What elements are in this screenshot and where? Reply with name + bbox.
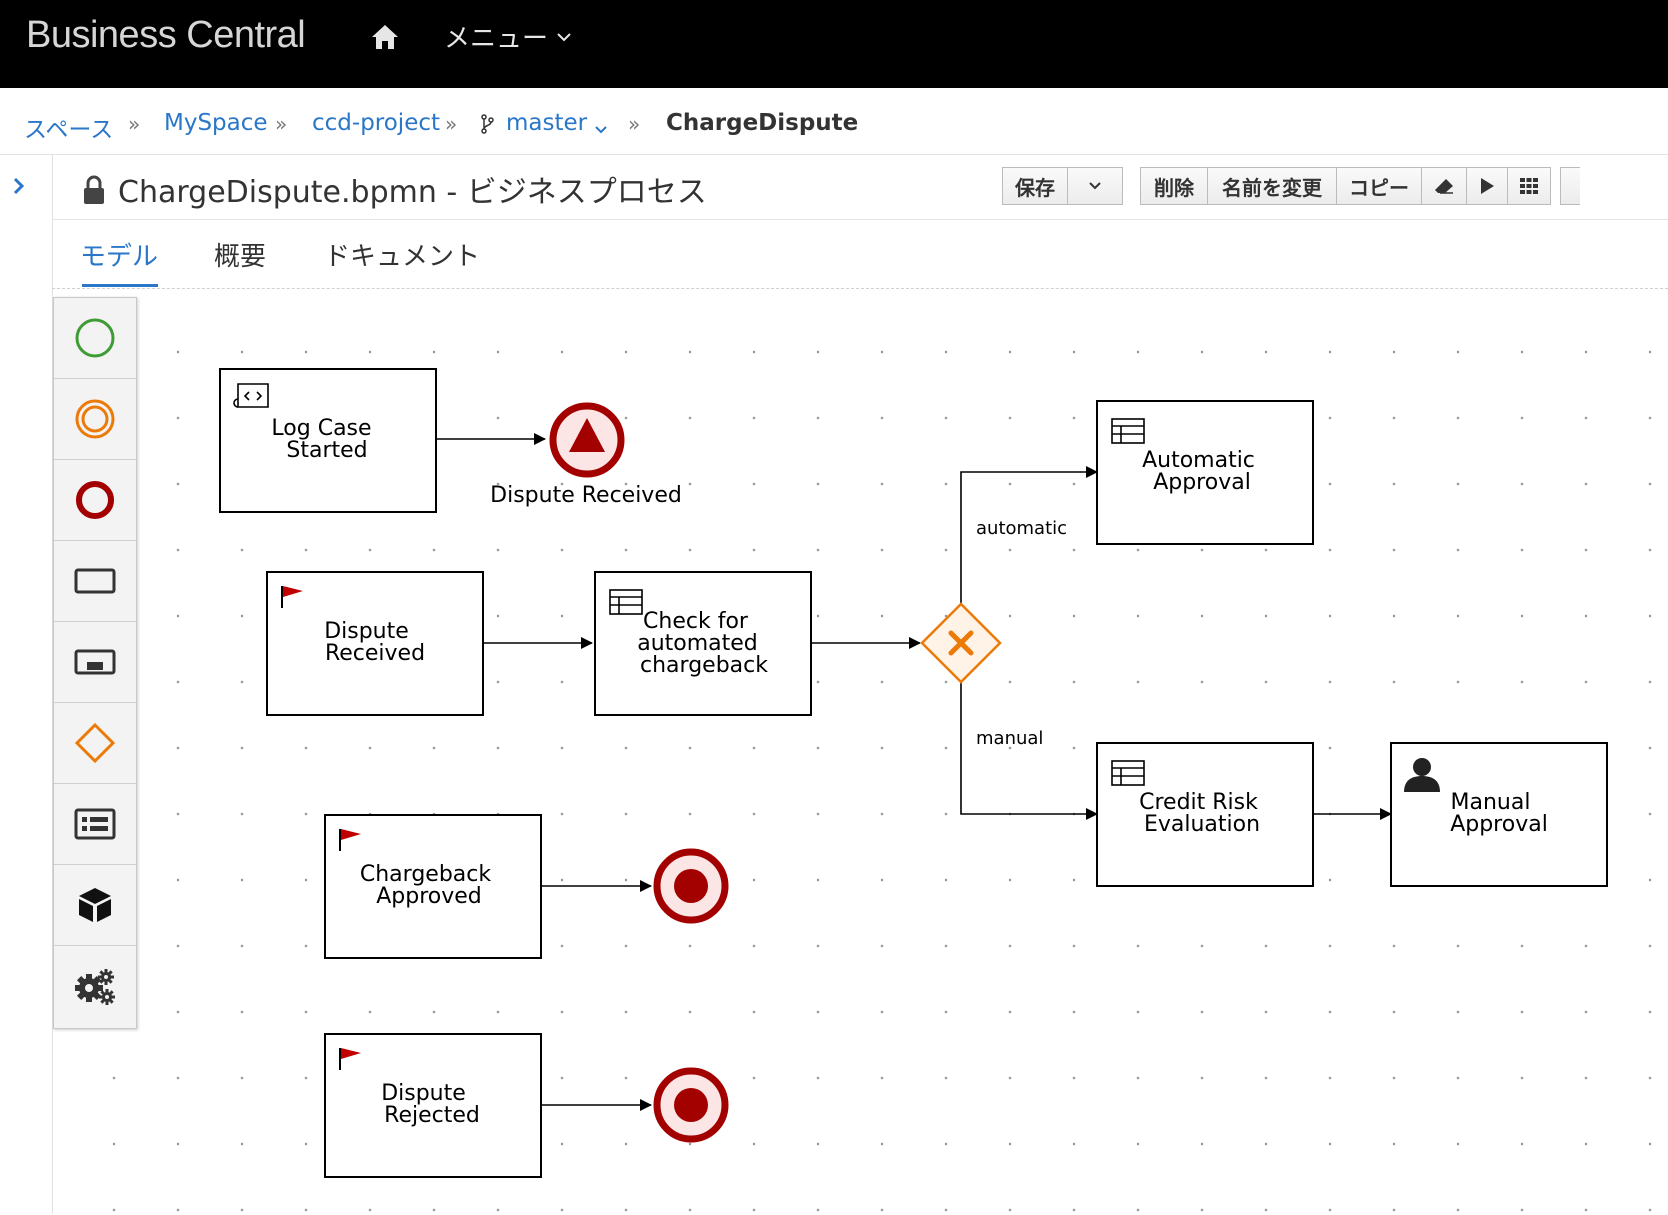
svg-text:Log Case Started: Log Case Started: [271, 416, 378, 463]
tab-documents[interactable]: ドキュメント: [324, 242, 481, 272]
user-icon: [1404, 758, 1440, 792]
page-title: ChargeDispute.bpmn - ビジネスプロセス: [118, 175, 707, 210]
breadcrumb-separator: »: [628, 112, 641, 136]
brand-logo[interactable]: Business Central: [26, 14, 306, 56]
svg-text:Automatic Approval: Automatic Approval: [1142, 448, 1262, 495]
svg-text:Credit Risk Evaluation: Credit Risk Evaluation: [1139, 790, 1265, 837]
task-label: Dispute: [324, 619, 409, 644]
task-label: Evaluation: [1144, 812, 1260, 837]
flag-icon: [281, 586, 303, 608]
editor-tabs: モデル 概要 ドキュメント: [52, 220, 1668, 288]
home-icon[interactable]: [368, 20, 402, 54]
end-event[interactable]: [653, 1067, 729, 1143]
svg-text:Check for automated: Check for automated chargeback: [637, 609, 768, 678]
end-event-icon[interactable]: [54, 460, 136, 541]
task-label: Automatic: [1142, 448, 1255, 473]
task-check-automated-chargeback[interactable]: Check for automated chargeback: [594, 571, 812, 716]
breadcrumb-separator: »: [128, 112, 141, 136]
grid-icon[interactable]: [1507, 167, 1551, 205]
gears-icon[interactable]: [54, 946, 136, 1026]
shape-palette: [53, 297, 137, 1029]
breadcrumb-current: ChargeDispute: [666, 110, 859, 136]
asset-header: ChargeDispute.bpmn - ビジネスプロセス 保存 削除 名前を変…: [52, 155, 1668, 220]
task-label: Approval: [1450, 812, 1548, 837]
top-navbar: Business Central メニュー: [0, 0, 1668, 88]
breadcrumb: スペース » MySpace » ccd-project » master » …: [0, 88, 1668, 155]
task-log-case-started[interactable]: Log Case Started: [219, 368, 437, 513]
menu-dropdown[interactable]: メニュー: [444, 18, 572, 55]
svg-text:Dispute Rejected: Dispute Rejected: [381, 1081, 480, 1128]
table-icon: [1111, 760, 1145, 786]
lock-icon: [82, 175, 106, 209]
breadcrumb-branch[interactable]: master: [506, 110, 588, 136]
flag-icon: [339, 1048, 361, 1070]
task-icon[interactable]: [54, 541, 136, 622]
task-dispute-rejected[interactable]: Dispute Rejected: [324, 1033, 542, 1178]
chevron-down-icon[interactable]: [594, 120, 608, 139]
rename-button[interactable]: 名前を変更: [1207, 167, 1337, 205]
table-icon: [609, 589, 643, 615]
task-label: Started: [286, 438, 367, 463]
task-label: Approved: [376, 884, 482, 909]
task-label: Chargeback: [360, 862, 491, 887]
task-dispute-received[interactable]: Dispute Received: [266, 571, 484, 716]
task-automatic-approval[interactable]: Automatic Approval: [1096, 400, 1314, 545]
copy-button[interactable]: コピー: [1336, 167, 1422, 205]
svg-text:Dispute Received: Dispute Received: [324, 619, 425, 666]
script-icon: [233, 383, 269, 408]
sequence-flow-manual[interactable]: [960, 682, 1098, 820]
table-icon: [1111, 418, 1145, 444]
sequence-flow-automatic[interactable]: [960, 466, 1098, 604]
start-event-icon[interactable]: [54, 298, 136, 379]
flag-icon: [339, 829, 361, 851]
active-tab-indicator: [82, 284, 158, 287]
escalation-icon: [569, 418, 605, 452]
task-label: chargeback: [640, 653, 768, 678]
lane-icon[interactable]: [54, 784, 136, 865]
breadcrumb-space[interactable]: MySpace: [164, 110, 268, 136]
breadcrumb-spaces[interactable]: スペース: [24, 117, 114, 143]
task-label: Log Case: [271, 416, 371, 441]
eraser-icon[interactable]: [1421, 167, 1467, 205]
branch-icon: [480, 114, 494, 138]
tab-overview[interactable]: 概要: [214, 242, 267, 272]
event-label: Dispute Received: [490, 483, 682, 508]
subprocess-icon[interactable]: [54, 622, 136, 703]
end-event[interactable]: [653, 848, 729, 924]
tab-model[interactable]: モデル: [80, 242, 159, 272]
task-label: Dispute: [381, 1081, 466, 1106]
close-icon: [948, 630, 974, 656]
task-label: automated: [637, 631, 758, 656]
task-chargeback-approved[interactable]: Chargeback Approved: [324, 814, 542, 959]
svg-text:Manual Approval: Manual Approval: [1450, 790, 1548, 837]
flow-label-manual: manual: [976, 728, 1043, 749]
breadcrumb-project[interactable]: ccd-project: [312, 110, 441, 136]
breadcrumb-separator: »: [445, 112, 458, 136]
svg-text:Chargeback Approved: Chargeback Approved: [360, 862, 498, 909]
chevron-right-icon[interactable]: [10, 175, 28, 201]
task-label: Check for: [643, 609, 749, 634]
task-label: Approval: [1153, 470, 1251, 495]
gateway-icon[interactable]: [54, 703, 136, 784]
task-label: Received: [325, 641, 425, 666]
flow-label-automatic: automatic: [976, 518, 1067, 539]
task-label: Credit Risk: [1139, 790, 1258, 815]
task-label: Rejected: [384, 1103, 480, 1128]
more-button[interactable]: [1560, 167, 1580, 205]
breadcrumb-separator: »: [275, 112, 288, 136]
save-button[interactable]: 保存: [1002, 167, 1068, 205]
task-credit-risk-evaluation[interactable]: Credit Risk Evaluation: [1096, 742, 1314, 887]
event-dispute-received[interactable]: Dispute Received: [490, 402, 682, 508]
save-options-button[interactable]: [1067, 167, 1123, 205]
task-label: Manual: [1451, 790, 1531, 815]
intermediate-event-icon[interactable]: [54, 379, 136, 460]
task-manual-approval[interactable]: Manual Approval: [1390, 742, 1608, 887]
chevron-down-icon: [557, 32, 571, 41]
exclusive-gateway[interactable]: [920, 602, 1002, 684]
play-icon[interactable]: [1466, 167, 1508, 205]
menu-label: メニュー: [444, 24, 549, 54]
chevron-down-icon: [1089, 182, 1101, 190]
cube-icon[interactable]: [54, 865, 136, 946]
